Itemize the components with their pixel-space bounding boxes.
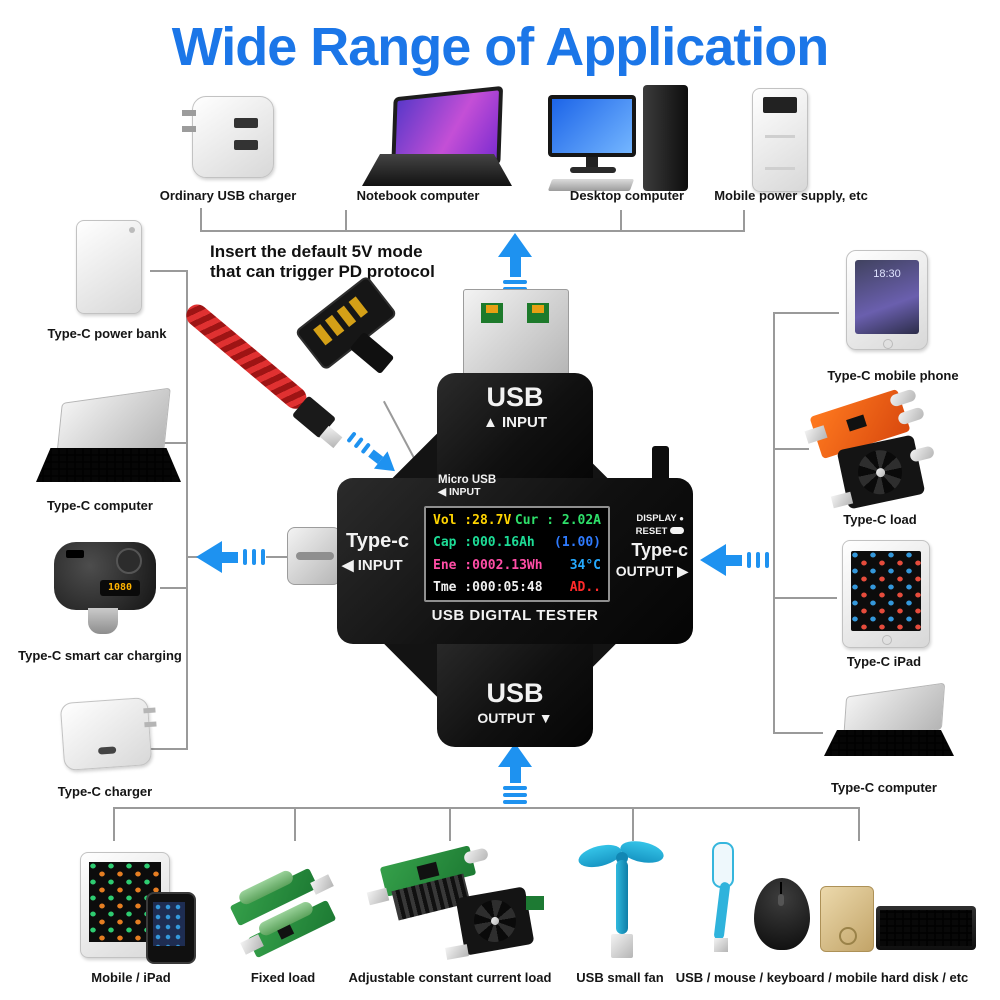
typec-mobile-phone-image: 18:30 — [846, 250, 928, 350]
typec-output-port-label: Type-c — [631, 540, 688, 560]
phone-screen: 18:30 — [855, 260, 919, 334]
micro-usb-arrow-icon — [343, 427, 403, 481]
top-device-label: Mobile power supply, etc — [714, 188, 868, 203]
typec-smart-car-charger-image: 1080 — [46, 540, 164, 640]
car-charger-display: 1080 — [100, 580, 140, 596]
top-bus-line — [200, 230, 745, 232]
micro-usb-input-label: Micro USB ◀ INPUT — [438, 474, 497, 498]
right-device-label: Type-C mobile phone — [827, 368, 959, 383]
tester-top-arm — [437, 373, 593, 493]
tester-bottom-arm — [437, 630, 593, 747]
right-device-label: Type-C iPad — [846, 654, 922, 669]
typec-input-arrow-icon — [196, 541, 265, 573]
screen-pd-version: (1.00) — [554, 535, 601, 551]
notebook-computer-image — [362, 85, 512, 192]
keyboard-image — [876, 906, 976, 950]
screen-mode: AD.. — [569, 579, 601, 595]
left-triangle-icon: ◀ — [438, 486, 447, 498]
left-device-label: Type-C charger — [57, 784, 153, 799]
right-device-label: Type-C load — [843, 512, 917, 527]
typec-computer-right-image — [824, 682, 954, 762]
typec-input-direction: ◀ INPUT — [342, 557, 403, 574]
typec-input-port-label: Type-c — [346, 530, 409, 552]
bottom-bus-line — [113, 807, 860, 809]
right-bus-line — [773, 312, 775, 734]
bottom-device-label: USB small fan — [576, 970, 664, 985]
bottom-device-label: USB / mouse / keyboard / mobile hard dis… — [675, 970, 969, 985]
bottom-device-label: Mobile / iPad — [91, 970, 171, 985]
usb-led-light-image — [700, 842, 746, 956]
typec-plug-left-image — [287, 527, 341, 585]
ordinary-usb-charger-image — [182, 96, 274, 178]
left-device-label: Type-C computer — [47, 498, 153, 513]
up-triangle-icon: ▲ — [482, 414, 498, 431]
reset-button-label[interactable]: RESET — [608, 526, 684, 537]
mobile-ipad-image — [80, 852, 200, 964]
left-triangle-icon: ◀ — [342, 557, 354, 574]
mobile-hard-disk-image — [820, 886, 874, 952]
top-device-label: Ordinary USB charger — [159, 188, 297, 203]
adjustable-load-image — [366, 845, 546, 960]
typec-charger-image — [59, 697, 157, 771]
top-device-label: Notebook computer — [356, 188, 480, 203]
screen-capacity: Cap :000.16Ah — [433, 535, 535, 551]
typec-power-bank-image — [76, 220, 142, 314]
tester-name: USB DIGITAL TESTER — [431, 607, 599, 624]
side-switch[interactable] — [652, 446, 669, 486]
desktop-computer-image — [547, 85, 693, 197]
screen-current: Cur : 2.02A — [514, 513, 601, 528]
mobile-power-supply-image — [752, 88, 808, 192]
top-device-label: Desktop computer — [569, 188, 685, 203]
usb-plug-top-image — [463, 289, 569, 377]
usb-small-fan-image — [576, 837, 668, 960]
fixed-load-image — [226, 860, 346, 960]
typec-computer-left-image — [36, 387, 181, 491]
right-device-label: Type-C computer — [831, 780, 937, 795]
screen-voltage: Vol :28.7V — [433, 513, 512, 528]
red-usb-cable-image — [181, 300, 311, 414]
screen-temperature: 34°C — [569, 557, 601, 573]
typec-load-image — [804, 388, 936, 510]
left-device-label: Type-C power bank — [47, 326, 167, 341]
display-button-label[interactable]: DISPLAY ● — [636, 513, 684, 524]
usb-output-arrow-icon — [497, 743, 533, 804]
right-triangle-icon: ▶ — [677, 563, 688, 579]
down-triangle-icon: ▼ — [538, 710, 553, 726]
typec-output-arrow-icon — [700, 544, 769, 576]
annotation-text: Insert the default 5V mode that can trig… — [210, 242, 435, 281]
bottom-device-label: Adjustable constant current load — [348, 970, 552, 985]
usb-input-port-label: USB — [486, 382, 544, 412]
usb-input-direction: ▲ INPUT — [482, 414, 548, 431]
typec-ipad-image — [842, 540, 930, 648]
screen-time: Tme :000:05:48 — [433, 579, 543, 595]
page-title: Wide Range of Application — [171, 17, 830, 77]
left-bus-line — [186, 270, 188, 750]
tester-screen: Vol :28.7V Cur : 2.02A Cap :000.16Ah (1.… — [424, 506, 610, 602]
indicator-dot-icon: ● — [679, 514, 684, 523]
usb-output-port-label: USB — [486, 678, 544, 708]
mouse-image — [754, 878, 810, 950]
reset-pill-icon — [670, 527, 684, 534]
typec-output-direction: OUTPUT ▶ — [615, 563, 688, 579]
usb-output-direction: OUTPUT ▼ — [477, 710, 553, 726]
bottom-device-label: Fixed load — [250, 970, 316, 985]
screen-energy: Ene :0002.13Wh — [433, 557, 543, 573]
left-device-label: Type-C smart car charging — [18, 648, 182, 663]
